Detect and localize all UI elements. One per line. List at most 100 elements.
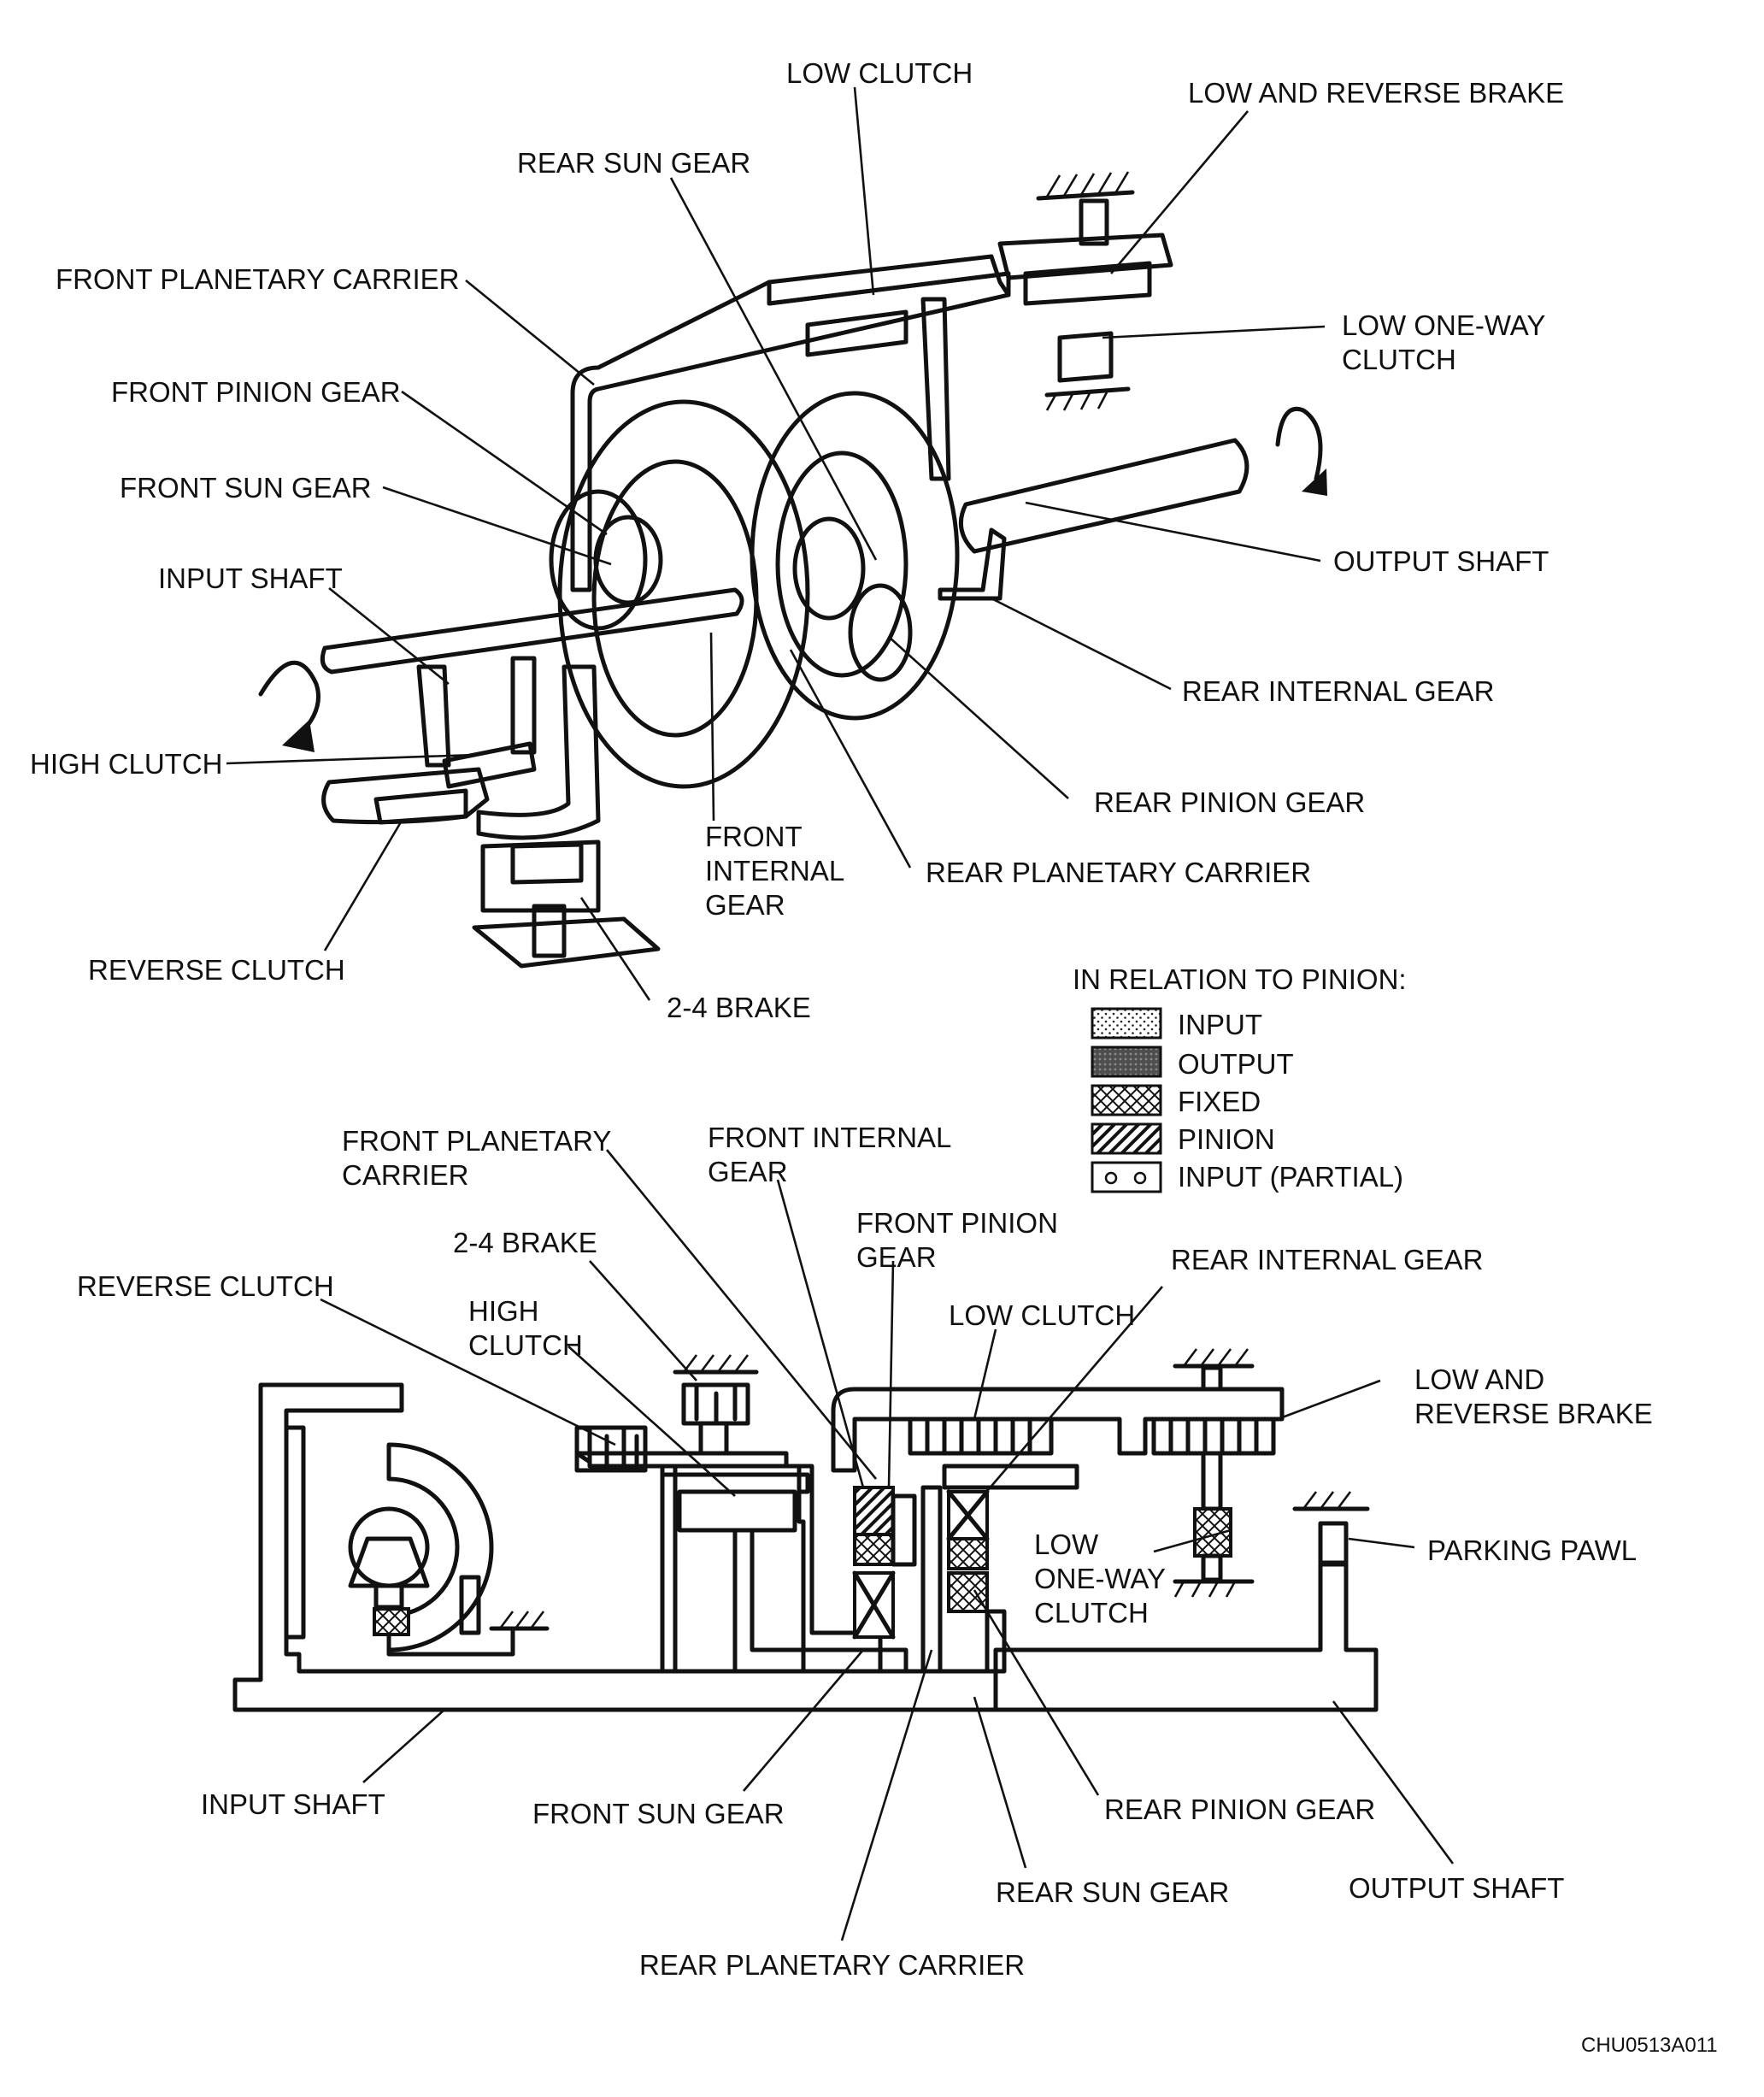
top-high-clutch-drum [416,656,537,768]
label-bot-low-one-way-clutch-2: ONE-WAY [1034,1563,1166,1594]
top-2-4-brake-post [532,904,567,958]
label-top-low-reverse-brake: LOW AND REVERSE BRAKE [1188,77,1564,109]
top-rear-pinion [848,583,913,682]
bot-2-4-brake [681,1382,750,1426]
label-bot-rear-sun-gear: REAR SUN GEAR [996,1876,1229,1908]
top-2-4-brake-base [472,916,661,969]
bot-output-shaft [993,1562,1379,1712]
bot-low-reverse-brake [1151,1417,1276,1456]
top-brake-plates [1023,261,1152,306]
legend-label-output: OUTPUT [1178,1048,1294,1080]
label-bot-low-clutch: LOW CLUTCH [949,1299,1135,1331]
legend-label-partial: INPUT (PARTIAL) [1178,1161,1403,1193]
label-bot-reverse-clutch: REVERSE CLUTCH [77,1270,334,1302]
label-top-rear-sun-gear: REAR SUN GEAR [517,147,750,179]
bot-rear-sun-gear [947,1571,989,1613]
bot-rear-carrier [920,1485,943,1674]
bot-converter-turbine [459,1575,481,1635]
bot-converter-ring [386,1442,494,1652]
bot-front-carrier-path [660,1464,883,1674]
bot-front-pinion [853,1486,895,1536]
legend-label-fixed: FIXED [1178,1086,1261,1117]
top-drum-return [920,297,951,481]
bot-converter-stator [348,1536,430,1588]
bot-converter-stem [373,1583,404,1610]
bot-converter-support [386,1626,515,1657]
top-low-clutch-drum [767,254,1011,306]
label-top-front-planetary-carrier: FRONT PLANETARY CARRIER [56,263,460,295]
bot-converter-hub [348,1506,430,1588]
label-bot-front-pinion-gear-1: FRONT PINION [856,1207,1058,1239]
label-bot-high-clutch-1: HIGH [468,1295,539,1327]
figure-code: CHU0513A011 [1581,2034,1718,2057]
label-bot-low-one-way-clutch-3: CLUTCH [1034,1597,1149,1629]
label-bot-front-pinion-gear-2: GEAR [856,1241,937,1273]
label-bot-input-shaft: INPUT SHAFT [201,1788,385,1820]
bot-low-clutch-hub [942,1464,1079,1490]
bot-converter-owc [373,1607,410,1636]
label-top-rear-planetary-carrier: REAR PLANETARY CARRIER [926,857,1311,888]
bot-owc-stem-low [1201,1553,1223,1582]
top-front-pinion [549,489,648,631]
top-rear-ring-inner [775,451,908,678]
bot-high-clutch-drum [660,1464,810,1494]
label-top-rear-internal-gear: REAR INTERNAL GEAR [1182,675,1495,707]
top-illustration [258,171,1327,969]
label-bot-front-sun-gear: FRONT SUN GEAR [532,1798,785,1829]
bot-output-hub [985,1609,1007,1674]
bot-front-internal [891,1493,917,1567]
legend-swatch-partial [1091,1161,1162,1193]
bottom-leader-lines [320,1149,1455,1941]
bot-front-pinion-cross [853,1533,895,1566]
label-bot-2-4-brake: 2-4 BRAKE [453,1227,597,1258]
label-bot-front-internal-gear-2: GEAR [708,1156,788,1187]
top-reverse-clutch-plates [373,788,468,825]
top-owc-ground-hatch [1045,392,1108,411]
top-labels: LOW CLUTCH LOW AND REVERSE BRAKE REAR SU… [30,57,1564,1023]
label-top-low-one-way-clutch-1: LOW ONE-WAY [1342,309,1545,341]
top-carrier-arm [476,664,601,840]
top-brake-ground [1036,190,1135,201]
legend-label-input: INPUT [1178,1009,1262,1040]
label-top-low-clutch: LOW CLUTCH [786,57,973,89]
label-bot-low-reverse-brake-2: REVERSE BRAKE [1414,1398,1653,1429]
label-top-rear-pinion-gear: REAR PINION GEAR [1094,786,1365,818]
label-bot-low-one-way-clutch-1: LOW [1034,1529,1099,1560]
bot-high-clutch [677,1489,797,1533]
label-bot-front-planetary-carrier-1: FRONT PLANETARY [342,1125,611,1157]
top-brake-ground-hatch [1045,171,1130,197]
label-top-front-internal-gear-3: GEAR [705,889,785,921]
top-front-sun [593,515,663,605]
top-output-rotation-arrow [1275,407,1323,481]
bot-parking-pawl [1318,1521,1349,1565]
top-input-shaft [320,587,744,674]
top-rear-ring-gear [750,391,960,721]
label-bot-front-internal-gear-1: FRONT INTERNAL [708,1122,951,1153]
label-top-output-shaft: OUTPUT SHAFT [1333,545,1549,577]
bot-low-clutch [908,1417,1054,1456]
top-leader-lines [226,86,1326,1001]
bot-rear-pinion-cross [947,1537,989,1570]
bot-low-clutch-drum [831,1387,1285,1473]
label-bot-rear-internal-gear: REAR INTERNAL GEAR [1171,1244,1484,1275]
top-rear-sun [792,516,866,621]
bot-owc-stem [1201,1451,1223,1511]
bottom-schematic [232,1348,1379,1712]
top-high-clutch [442,741,537,789]
label-bot-parking-pawl: PARKING PAWL [1427,1534,1637,1566]
legend: IN RELATION TO PINION: INPUT OUTPUT FIXE… [1073,963,1407,1193]
bot-converter-housing [284,1425,306,1640]
label-top-front-internal-gear-2: INTERNAL [705,855,844,887]
label-top-front-internal-gear-1: FRONT [705,821,803,852]
legend-swatch-pinion [1091,1122,1162,1155]
label-bot-high-clutch-2: CLUTCH [468,1329,583,1361]
legend-swatch-output [1091,1046,1162,1078]
top-2-4-brake-plates [510,842,584,885]
label-top-2-4-brake: 2-4 BRAKE [667,992,811,1023]
legend-title: IN RELATION TO PINION: [1073,963,1407,995]
top-output-rotation-arrowhead [1302,468,1327,496]
top-owc-ground [1044,386,1131,398]
label-bot-rear-pinion-gear: REAR PINION GEAR [1104,1794,1375,1825]
label-top-low-one-way-clutch-2: CLUTCH [1342,344,1456,375]
